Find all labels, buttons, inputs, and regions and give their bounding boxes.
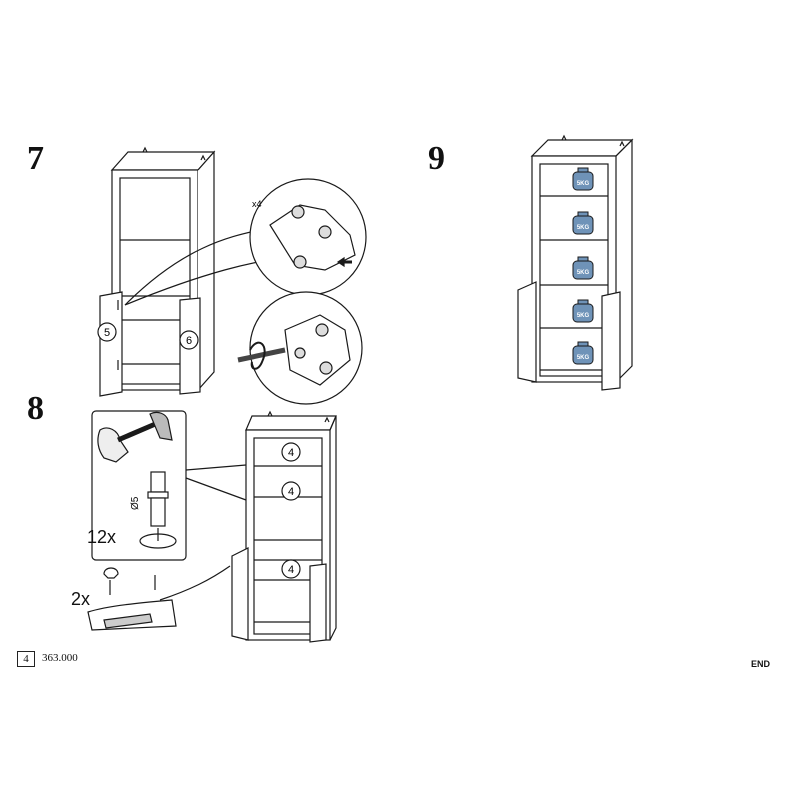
hand-icon — [97, 427, 129, 463]
document-code: 363.000 — [42, 652, 78, 664]
weight-icon: 5KG — [572, 341, 594, 365]
weight-label: 5KG — [577, 181, 590, 187]
weight-icon: 5KG — [572, 299, 594, 323]
weight-label: 5KG — [577, 225, 590, 231]
handle-count: 2x — [71, 589, 91, 609]
weight-icon: 5KG — [572, 167, 594, 191]
weight-label: 5KG — [577, 270, 590, 276]
step-7-number: 7 — [27, 140, 44, 177]
end-label: END — [751, 659, 771, 669]
page-number: 4 — [17, 651, 35, 667]
shelf-label-3: 4 — [288, 564, 294, 576]
weight-icon: 5KG — [572, 256, 594, 280]
weight-label: 5KG — [577, 313, 590, 319]
weight-label: 5KG — [577, 355, 590, 361]
hammer-icon — [149, 411, 173, 441]
pin-diameter: Ø5 — [130, 496, 141, 510]
hinge-count: x4 — [252, 199, 262, 209]
door-left-label: 5 — [104, 327, 110, 339]
shelf-label-2: 4 — [288, 486, 294, 498]
weight-icon: 5KG — [572, 211, 594, 235]
step-9-number: 9 — [428, 140, 445, 177]
pin-count: 12x — [87, 527, 117, 547]
shelf-label-1: 4 — [288, 447, 294, 459]
step-8-number: 8 — [27, 390, 44, 427]
door-right-label: 6 — [186, 335, 192, 347]
